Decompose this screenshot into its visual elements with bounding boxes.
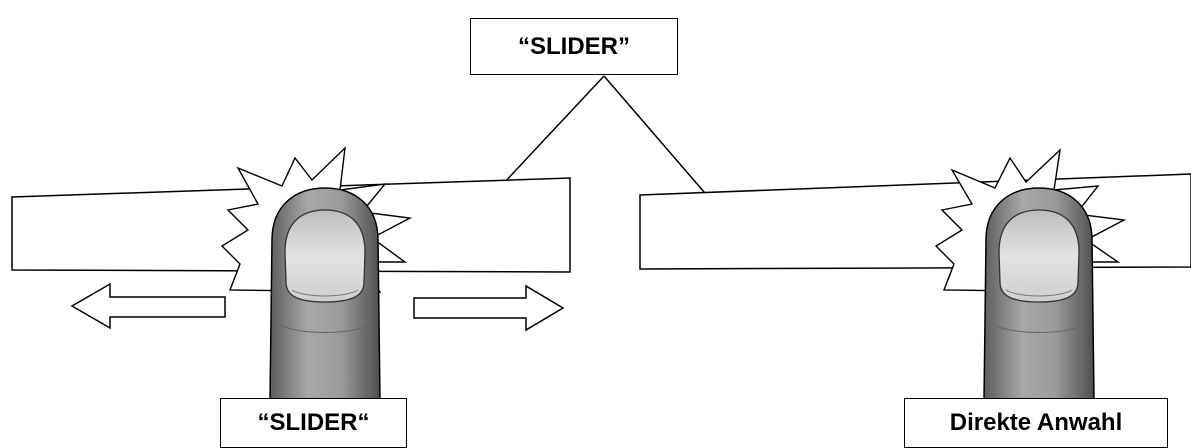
slider-title-label: “SLIDER” <box>470 18 678 75</box>
finger-icon <box>269 187 381 401</box>
left-arrow-icon <box>70 282 226 330</box>
direct-select-caption-box: Direkte Anwahl <box>904 398 1168 448</box>
slider-caption-text: “SLIDER“ <box>257 409 370 436</box>
slider-caption-box: “SLIDER“ <box>220 398 407 448</box>
slider-title-text: “SLIDER” <box>517 32 630 60</box>
right-arrow-icon <box>413 284 565 332</box>
finger-icon <box>983 187 1095 401</box>
direct-select-caption-text: Direkte Anwahl <box>949 409 1123 436</box>
